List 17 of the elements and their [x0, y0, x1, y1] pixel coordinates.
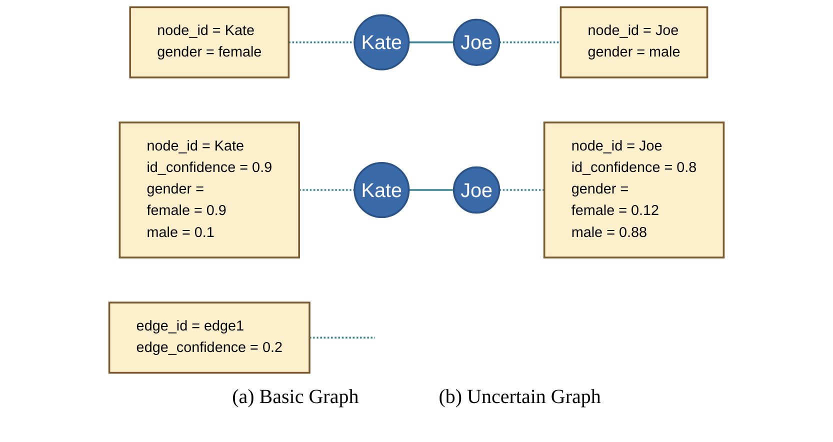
connector — [408, 189, 454, 191]
node-box: node_id = Kate id_confidence = 0.9 gender = female = 0.9 male = 0.1 — [118, 122, 300, 258]
node-circle: Joe — [452, 166, 500, 214]
node-box: node_id = Kate gender = female — [129, 6, 290, 78]
connector — [499, 41, 561, 44]
node-circle: Joe — [452, 18, 500, 66]
connector — [408, 41, 454, 44]
node-box: node_id = Joe id_confidence = 0.8 gender = female = 0.12 male = 0.88 — [543, 122, 725, 258]
node-box: node_id = Joe gender = male — [560, 6, 708, 78]
node-circle: Kate — [354, 14, 410, 70]
connector — [299, 189, 355, 191]
caption: (a) Basic Graph — [232, 386, 359, 409]
caption: (b) Uncertain Graph — [438, 386, 601, 409]
connector — [499, 189, 544, 191]
node-circle: Kate — [354, 162, 410, 218]
node-box: edge_id = edge1 edge_confidence = 0.2 — [108, 302, 310, 374]
connector — [310, 336, 375, 339]
